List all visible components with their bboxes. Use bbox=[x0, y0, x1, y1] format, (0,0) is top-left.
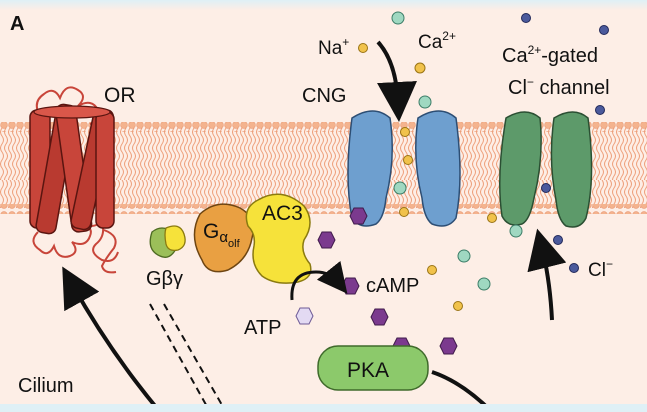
ca-gated-label: Ca2+-gated bbox=[502, 43, 598, 67]
ca-ion bbox=[414, 62, 426, 74]
g-beta-gamma-protein bbox=[149, 225, 186, 258]
cl-channel bbox=[499, 111, 593, 228]
cl-right-subunit bbox=[550, 111, 593, 228]
g-beta-gamma-label: Gβγ bbox=[146, 268, 183, 290]
ca-ion-label: Ca2+ bbox=[418, 29, 456, 53]
ca-ion bbox=[358, 43, 368, 53]
na-ion-label: Na+ bbox=[318, 35, 349, 59]
na-ion bbox=[391, 11, 405, 25]
ca-ion bbox=[399, 207, 409, 217]
g-gamma-subunit bbox=[164, 225, 186, 252]
na-ion bbox=[509, 224, 523, 238]
na-ion bbox=[393, 181, 407, 195]
na-ion bbox=[457, 249, 471, 263]
atp-label: ATP bbox=[244, 317, 281, 339]
arrow-ions-into-cng bbox=[376, 40, 417, 122]
cilium-label: Cilium bbox=[18, 375, 74, 397]
odorant-receptor bbox=[29, 86, 119, 274]
cl-ion bbox=[595, 105, 605, 115]
helix-top bbox=[33, 105, 111, 119]
dashed-line-1 bbox=[149, 303, 211, 412]
na-ion bbox=[418, 95, 432, 109]
top-edge bbox=[0, 0, 647, 10]
membrane-heads-lower bbox=[0, 204, 647, 214]
membrane-heads-upper bbox=[0, 122, 647, 132]
cl-ion bbox=[569, 263, 579, 273]
g-alpha-shape bbox=[193, 203, 255, 273]
panel-label: A bbox=[10, 13, 24, 35]
ca-ion bbox=[487, 213, 497, 223]
ions bbox=[358, 11, 609, 311]
camp-molecule bbox=[370, 308, 389, 326]
na-ion bbox=[477, 277, 491, 291]
g-alpha-label: Gαolf bbox=[203, 220, 241, 250]
cl-ion bbox=[553, 235, 563, 245]
ca-ion bbox=[403, 155, 413, 165]
ac3-label: AC3 bbox=[262, 202, 303, 225]
cl-ion bbox=[541, 183, 551, 193]
arrow-ac3-to-camp bbox=[290, 260, 348, 301]
cl-channel-label: Cl− channel bbox=[508, 75, 610, 99]
atp-molecule bbox=[295, 307, 314, 325]
cng-channel bbox=[347, 110, 461, 227]
dashed-line-2 bbox=[163, 303, 227, 412]
ac3-enzyme bbox=[245, 193, 312, 284]
or-label: OR bbox=[104, 84, 136, 107]
g-alpha-olf-protein bbox=[193, 203, 255, 273]
cng-label: CNG bbox=[302, 85, 346, 107]
arrow-cilium-to-receptor bbox=[62, 266, 162, 412]
arrow-cl-efflux bbox=[527, 228, 567, 321]
cl-ion-label: Cl− bbox=[588, 257, 613, 281]
camp-molecule bbox=[349, 207, 368, 225]
camp-molecule bbox=[341, 277, 360, 295]
helix-5 bbox=[95, 111, 115, 229]
camp-label: cAMP bbox=[366, 275, 419, 297]
cl-ion bbox=[521, 13, 531, 23]
bottom-edge bbox=[0, 404, 647, 412]
pka-kinase bbox=[317, 345, 429, 391]
camp-molecule bbox=[317, 231, 336, 249]
cng-right-subunit bbox=[415, 110, 461, 227]
ca-ion bbox=[400, 127, 410, 137]
pka-shape bbox=[317, 345, 429, 391]
ca-ion bbox=[427, 265, 437, 275]
camp-molecule bbox=[439, 337, 458, 355]
cl-left-subunit bbox=[499, 111, 542, 226]
ca-ion bbox=[453, 301, 463, 311]
cl-ion bbox=[599, 25, 609, 35]
receptor-tail bbox=[100, 229, 117, 274]
ac3-shape bbox=[245, 193, 312, 284]
pka-label: PKA bbox=[347, 359, 389, 382]
